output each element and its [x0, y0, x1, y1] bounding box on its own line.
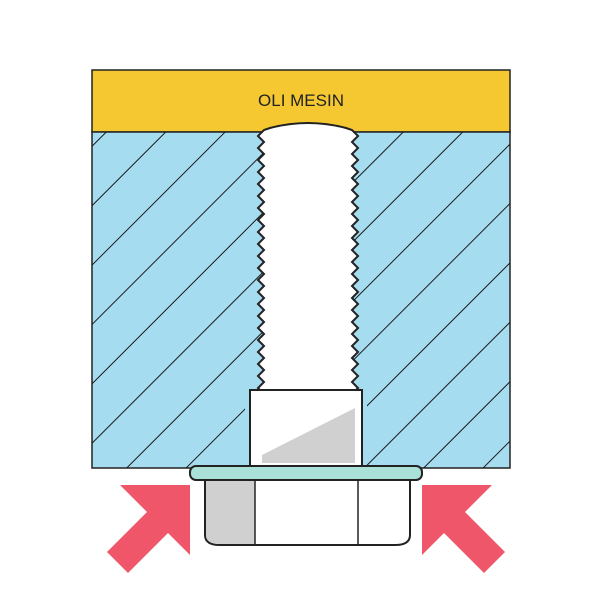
oil-layer [91, 69, 511, 133]
arrow-right [422, 485, 505, 573]
oil-label: OLI MESIN [258, 91, 344, 110]
washer [189, 465, 423, 481]
arrow-left [107, 485, 190, 573]
bolt [189, 122, 423, 546]
bolt-thread [256, 122, 360, 397]
